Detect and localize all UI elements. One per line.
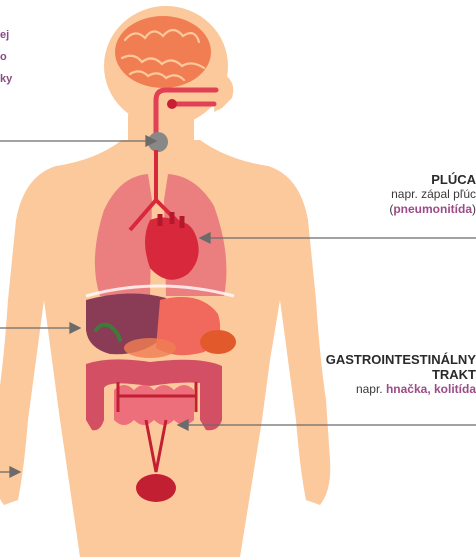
gi-title-line2: TRAKT <box>326 367 476 382</box>
gi-highlight: hnačka, kolitída <box>386 382 476 396</box>
left-fragment-line2: o <box>0 46 20 68</box>
left-fragment-line1: ej <box>0 24 20 46</box>
gi-label: GASTROINTESTINÁLNY TRAKT napr. hnačka, k… <box>326 352 476 397</box>
brain-illustration <box>115 16 211 88</box>
gi-example-prefix: napr. <box>356 382 386 396</box>
gi-example: napr. hnačka, kolitída <box>326 382 476 397</box>
lungs-example: napr. zápal pľúc <box>389 187 476 202</box>
gi-title-line1: GASTROINTESTINÁLNY <box>326 352 476 367</box>
close-paren: ) <box>472 202 476 216</box>
lungs-highlight-line: (pneumonitída) <box>389 202 476 217</box>
lungs-highlight: pneumonitída <box>393 202 472 216</box>
left-label-fragment: ej o ky <box>0 24 20 90</box>
left-fragment-line3: ky <box>0 68 20 90</box>
lungs-title: PLÚCA <box>389 172 476 187</box>
spleen-illustration <box>200 330 236 354</box>
bladder-illustration <box>136 474 176 502</box>
pancreas-illustration <box>124 338 176 358</box>
lungs-label: PLÚCA napr. zápal pľúc (pneumonitída) <box>389 172 476 217</box>
